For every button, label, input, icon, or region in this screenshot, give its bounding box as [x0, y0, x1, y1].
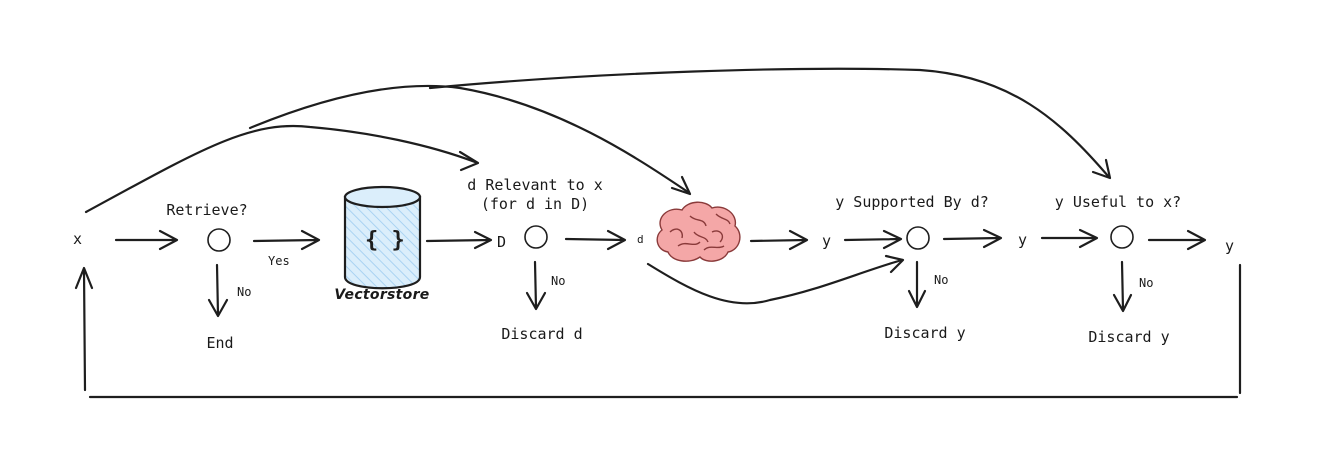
arc-x-to-useful	[428, 67, 1110, 178]
curve-d-to-supported	[646, 258, 904, 305]
arrow-y-useful	[1040, 228, 1099, 249]
arrow-y-supported	[843, 229, 903, 250]
brain-icon	[656, 201, 741, 262]
relevant-no-label: No	[551, 274, 566, 288]
vectorstore-glyph: { }	[365, 228, 405, 253]
arc-x-to-relevant-head	[458, 150, 480, 172]
node-D: D	[497, 233, 507, 251]
arc-x-to-llm	[248, 84, 690, 194]
arrow-useful-discard	[1112, 260, 1133, 313]
curve-d-to-supported-head	[884, 254, 905, 274]
retrieve-no-label: No	[237, 285, 252, 299]
relevant-question-line2: (for d in D)	[480, 195, 590, 213]
node-d: d	[637, 233, 644, 246]
node-y-final: y	[1225, 237, 1235, 255]
arrow-vectorstore-D	[425, 230, 493, 250]
arrow-x-retrieve	[114, 229, 179, 251]
arrow-llm-y	[749, 229, 809, 251]
arrow-useful-y	[1147, 229, 1207, 251]
relevant-question-line1: d Relevant to x	[467, 176, 603, 194]
retrieve-question: Retrieve?	[166, 201, 248, 219]
discard-y-node-1: Discard y	[884, 324, 966, 342]
retrieve-node	[207, 228, 231, 252]
useful-question: y Useful to x?	[1054, 193, 1182, 211]
discard-y-node-2: Discard y	[1088, 328, 1170, 346]
arrow-retrieve-vectorstore	[252, 229, 321, 251]
relevant-node	[524, 225, 548, 249]
supported-node	[906, 226, 930, 250]
useful-node	[1110, 225, 1134, 249]
node-y-supported: y	[1018, 231, 1028, 249]
arrow-relevant-d	[564, 229, 627, 251]
node-x-start: x	[73, 230, 83, 248]
discard-d-node: Discard d	[501, 325, 583, 343]
end-node: End	[206, 334, 234, 352]
database-cylinder-icon	[343, 185, 422, 290]
loop-back-left	[74, 266, 94, 392]
retrieve-yes-label: Yes	[268, 254, 290, 268]
arrow-supported-discard	[907, 260, 927, 309]
arrow-retrieve-end	[207, 263, 229, 318]
arc-x-to-useful-head	[1091, 158, 1112, 180]
supported-question: y Supported By d?	[835, 193, 989, 211]
arc-x-to-llm-head	[670, 175, 692, 196]
useful-no-label: No	[1139, 276, 1154, 290]
vectorstore-label: Vectorstore	[334, 287, 430, 303]
node-y-generated: y	[822, 232, 832, 250]
supported-no-label: No	[934, 273, 949, 287]
arrow-supported-y	[942, 228, 1003, 249]
arrow-relevant-discard	[525, 260, 547, 311]
arc-x-to-relevant	[84, 124, 477, 214]
